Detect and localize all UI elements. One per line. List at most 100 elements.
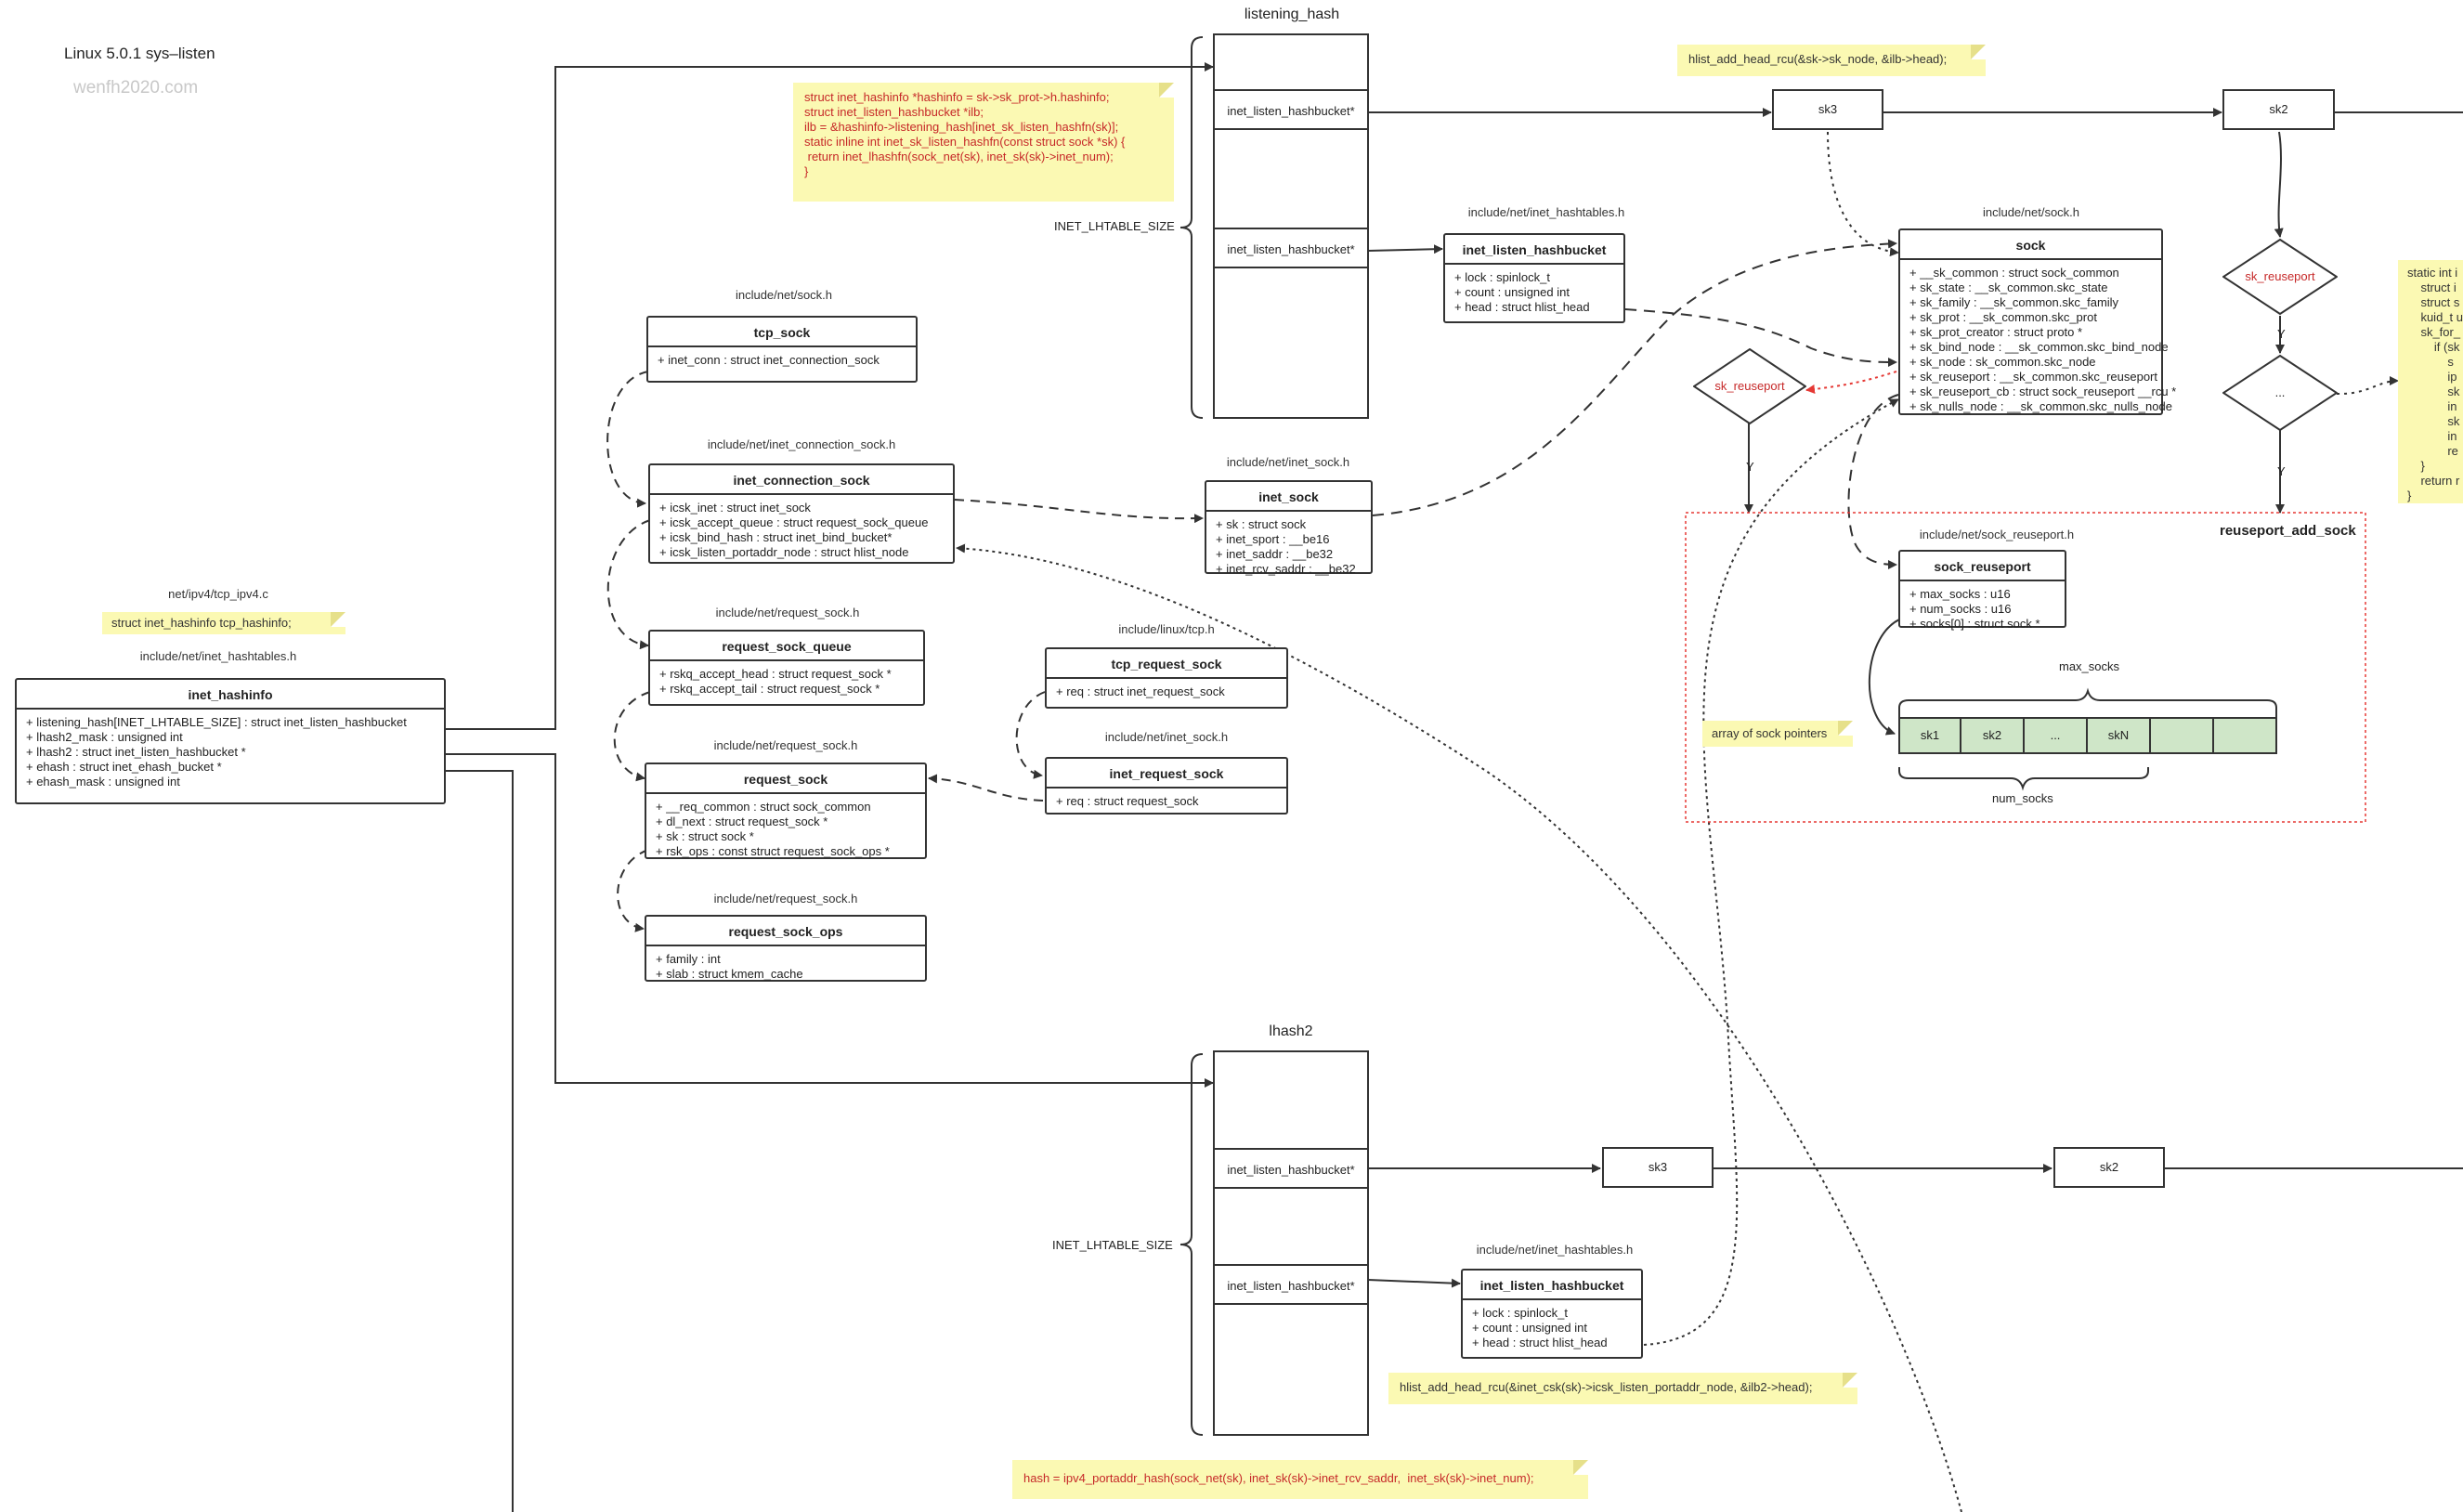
inet-hashinfo-path: include/net/inet_hashtables.h [139,649,297,663]
icsk-path: include/net/inet_connection_sock.h [707,437,896,451]
sock-reuseport-name: sock_reuseport [1900,552,2065,581]
right-code-line: struct s [2407,295,2460,309]
icsk-field: + icsk_bind_hash : struct inet_bind_buck… [659,530,893,544]
ireq-name: inet_request_sock [1047,759,1286,789]
diamond-right-label: sk_reuseport [2245,269,2315,283]
bucket-top-field: + lock : spinlock_t [1454,270,1550,284]
socks-cell [2149,717,2214,754]
sock-field: + sk_reuseport_cb : struct sock_reusepor… [1909,385,2177,398]
icsk-field: + icsk_listen_portaddr_node : struct hli… [659,545,909,559]
inet-sock-path: include/net/inet_sock.h [1226,455,1350,469]
treq-name: tcp_request_sock [1047,649,1286,679]
bucket-top-path: include/net/inet_hashtables.h [1467,205,1625,219]
sock-field: + sk_reuseport : __sk_common.skc_reusepo… [1909,370,2157,384]
inet-hashinfo-field: + ehash_mask : unsigned int [26,775,180,789]
icsk-field: + icsk_accept_queue : struct request_soc… [659,515,929,529]
right-code-line: struct i [2407,280,2456,294]
treq-field: + req : struct inet_request_sock [1056,684,1225,698]
rsock-field: + __req_common : struct sock_common [656,800,871,814]
hlist-note-top: hlist_add_head_rcu(&sk->sk_node, &ilb->h… [1677,45,1986,76]
wire-rsq-rsock [613,691,651,782]
wire-treq-ireq [1015,691,1046,779]
wire-socks-array [1868,617,1905,736]
wire-row-bucket-top [1367,244,1443,254]
right-code-line: in [2407,429,2457,443]
inet-sock-field: + inet_saddr : __be32 [1216,547,1334,561]
rsock-field: + rsk_ops : const struct request_sock_op… [656,844,890,858]
right-code-line: re [2407,444,2458,458]
sock-path: include/net/sock.h [1982,205,2080,219]
rsock-ops-name: request_sock_ops [646,917,925,946]
reuseport-region-title: reuseport_add_sock [2220,523,2356,539]
right-code-line: } [2407,459,2425,473]
wire-hashinfo-ehash [446,770,514,1512]
hlist-note-bottom-text: hlist_add_head_rcu(&inet_csk(sk)->icsk_l… [1400,1380,1813,1394]
wire-tcpsock-icsk [606,371,649,508]
wire-sock-sk-reuseport [1805,371,1897,394]
rsq-path: include/net/request_sock.h [715,606,860,619]
chain-top-sk2: sk2 [2222,89,2335,130]
sock-reuseport-field: + socks[0] : struct sock * [1909,617,2040,631]
right-code-line: sk [2407,414,2460,428]
diamond-sk-reuseport-right [2222,239,2338,315]
listening-hash-row: inet_listen_hashbucket* [1215,89,1367,130]
wire-hashinfo-lhash2 [446,753,1214,1088]
code-line: ilb = &hashinfo->listening_hash[inet_sk_… [804,120,1119,134]
tcp-hashinfo-note: struct inet_hashinfo tcp_hashinfo; [102,612,345,634]
tcp-ipv4-path: net/ipv4/tcp_ipv4.c [168,587,268,601]
rsock-name: request_sock [646,764,925,794]
socks-cell: sk1 [1898,717,1961,754]
diamond-left-yes: Y [1746,460,1754,474]
wire-inetsock-sock [1372,239,1897,516]
wire-long-portaddr [956,543,1962,1512]
wire-ireq-rsock [928,774,1044,802]
hlist-note-top-text: hlist_add_head_rcu(&sk->sk_node, &ilb->h… [1688,52,1948,66]
brace-num-socks [1898,767,2149,791]
wire-lh2-row-bucket [1367,1278,1461,1288]
tcp-sock-name: tcp_sock [648,318,916,347]
right-code-line: sk [2407,385,2460,398]
hash-note: hash = ipv4_portaddr_hash(sock_net(sk), … [1012,1460,1588,1499]
lhash2-row: inet_listen_hashbucket* [1215,1264,1367,1305]
right-code-line: s [2407,355,2454,369]
treq-box: tcp_request_sock + req : struct inet_req… [1045,647,1288,709]
rsq-box: request_sock_queue + rskq_accept_head : … [648,630,925,706]
listening-hash-row: inet_listen_hashbucket* [1215,228,1367,268]
sock-field: + __sk_common : struct sock_common [1909,266,2119,280]
right-code-line: if (sk [2407,340,2460,354]
inet-hashinfo-box: inet_hashinfo + listening_hash[INET_LHTA… [15,678,446,804]
brace-lhash2 [1179,1053,1204,1436]
bucket-bottom-box: inet_listen_hashbucket + lock : spinlock… [1461,1269,1643,1359]
sock-field: + sk_prot : __sk_common.skc_prot [1909,310,2097,324]
lhash2-table: inet_listen_hashbucket* inet_listen_hash… [1213,1050,1369,1436]
bucket-top-field: + count : unsigned int [1454,285,1570,299]
socks-cell: skN [2086,717,2151,754]
num-socks-label: num_socks [1992,791,2053,805]
wire-hashinfo-listening [446,62,1214,730]
brace-listening [1179,36,1204,419]
icsk-box: inet_connection_sock + icsk_inet : struc… [648,463,955,564]
rsq-field: + rskq_accept_head : struct request_sock… [659,667,892,681]
tcp-hashinfo-note-text: struct inet_hashinfo tcp_hashinfo; [111,616,292,630]
page-title: Linux 5.0.1 sys–listen [64,45,215,62]
sock-field: + sk_family : __sk_common.skc_family [1909,295,2119,309]
diamond-sk-reuseport-left [1693,348,1806,424]
rsock-path: include/net/request_sock.h [713,738,858,752]
sock-reuseport-path: include/net/sock_reuseport.h [1919,528,2075,541]
ireq-box: inet_request_sock + req : struct request… [1045,757,1288,815]
wire-sk3-sock [1827,131,1899,257]
right-code-line: in [2407,399,2457,413]
rsq-name: request_sock_queue [650,632,923,661]
rsock-ops-path: include/net/request_sock.h [713,892,858,906]
diamond-right-yes: Y [2277,327,2286,341]
inet-sock-field: + inet_sport : __be16 [1216,532,1330,546]
right-code-line: } [2407,489,2412,502]
right-code-line: return r [2407,474,2460,488]
socks-cell: ... [2023,717,2088,754]
inet-sock-box: inet_sock + sk : struct sock + inet_spor… [1205,480,1373,576]
sock-field: + sk_node : sk_common.skc_node [1909,355,2096,369]
chain-bottom-sk3: sk3 [1602,1147,1714,1188]
treq-path: include/linux/tcp.h [1118,622,1215,636]
right-code-line: kuid_t u [2407,310,2463,324]
